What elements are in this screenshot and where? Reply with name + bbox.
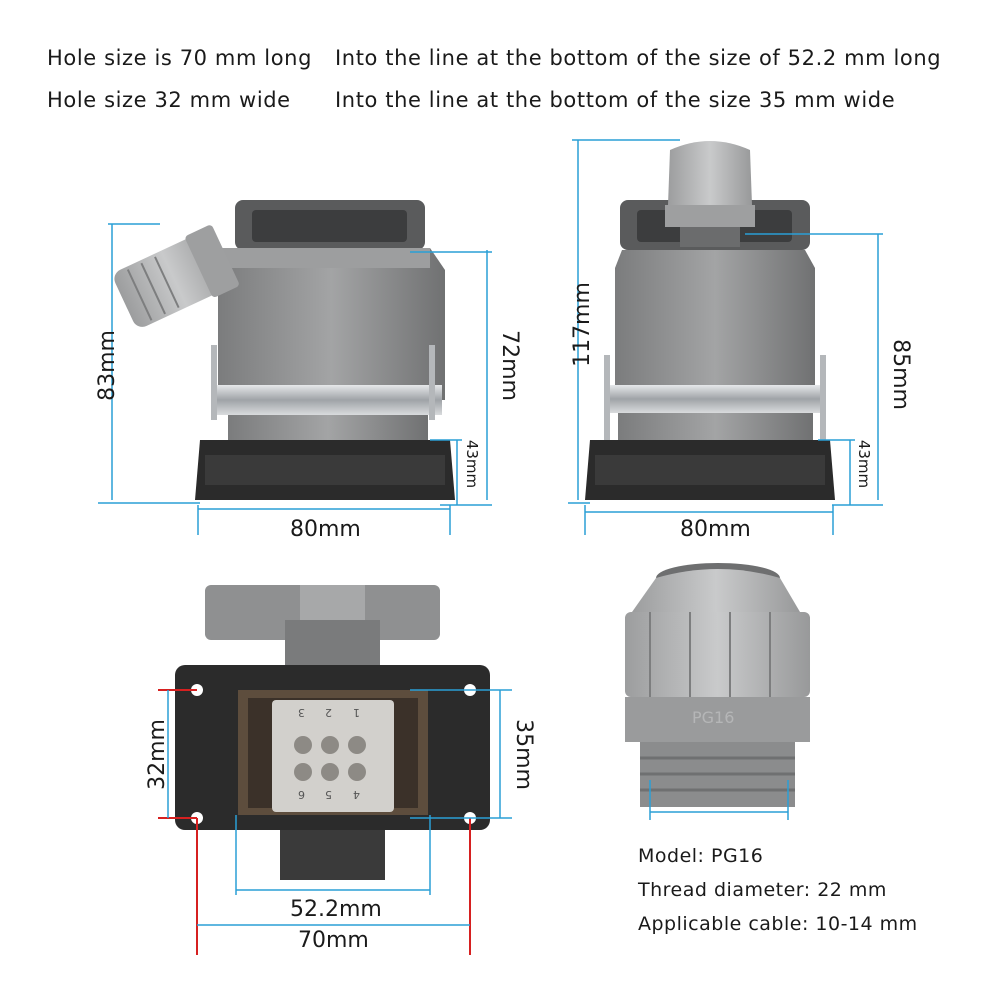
front-view-dimensions: [568, 139, 883, 535]
pin-number-5: 5: [325, 788, 332, 801]
pin-number-4: 4: [353, 788, 360, 801]
side-width-label: 80mm: [290, 517, 361, 542]
front-height-body-label: 85mm: [887, 339, 913, 410]
line-width-spec: Into the line at the bottom of the size …: [335, 88, 896, 112]
pin-number-2: 2: [325, 706, 332, 719]
gland-thread-dimension: [649, 780, 789, 820]
bottom-hole-width-label: 70mm: [298, 928, 369, 953]
bottom-line-width-label: 52.2mm: [290, 897, 382, 922]
cable-gland: [625, 563, 810, 807]
front-height-total-label: 117mm: [569, 282, 595, 367]
pin-number-3: 3: [298, 706, 305, 719]
gland-cable-text: Applicable cable: 10-14 mm: [638, 913, 918, 935]
gland-model-text: Model: PG16: [638, 845, 764, 867]
side-view-connector: [114, 200, 455, 500]
front-height-base-label: 43mm: [855, 439, 874, 489]
gland-thread-marking: PG16: [692, 708, 735, 727]
side-view-dimensions: [98, 223, 492, 535]
pin-number-6: 6: [298, 788, 305, 801]
line-length-spec: Into the line at the bottom of the size …: [335, 46, 942, 70]
bottom-view-connector: [175, 585, 490, 880]
side-height-base-label: 43mm: [463, 439, 482, 489]
front-width-label: 80mm: [680, 517, 751, 542]
bottom-line-height-label: 35mm: [510, 719, 536, 790]
bottom-view-dimensions: [158, 689, 512, 955]
side-height-body-label: 72mm: [496, 330, 522, 401]
front-view-connector: [585, 141, 835, 500]
hole-length-spec: Hole size is 70 mm long: [47, 46, 313, 70]
pin-number-1: 1: [353, 706, 360, 719]
gland-thread-diameter-text: Thread diameter: 22 mm: [638, 879, 887, 901]
bottom-hole-height-label: 32mm: [144, 719, 170, 790]
hole-width-spec: Hole size 32 mm wide: [47, 88, 291, 112]
side-height-total-label: 83mm: [94, 330, 120, 401]
